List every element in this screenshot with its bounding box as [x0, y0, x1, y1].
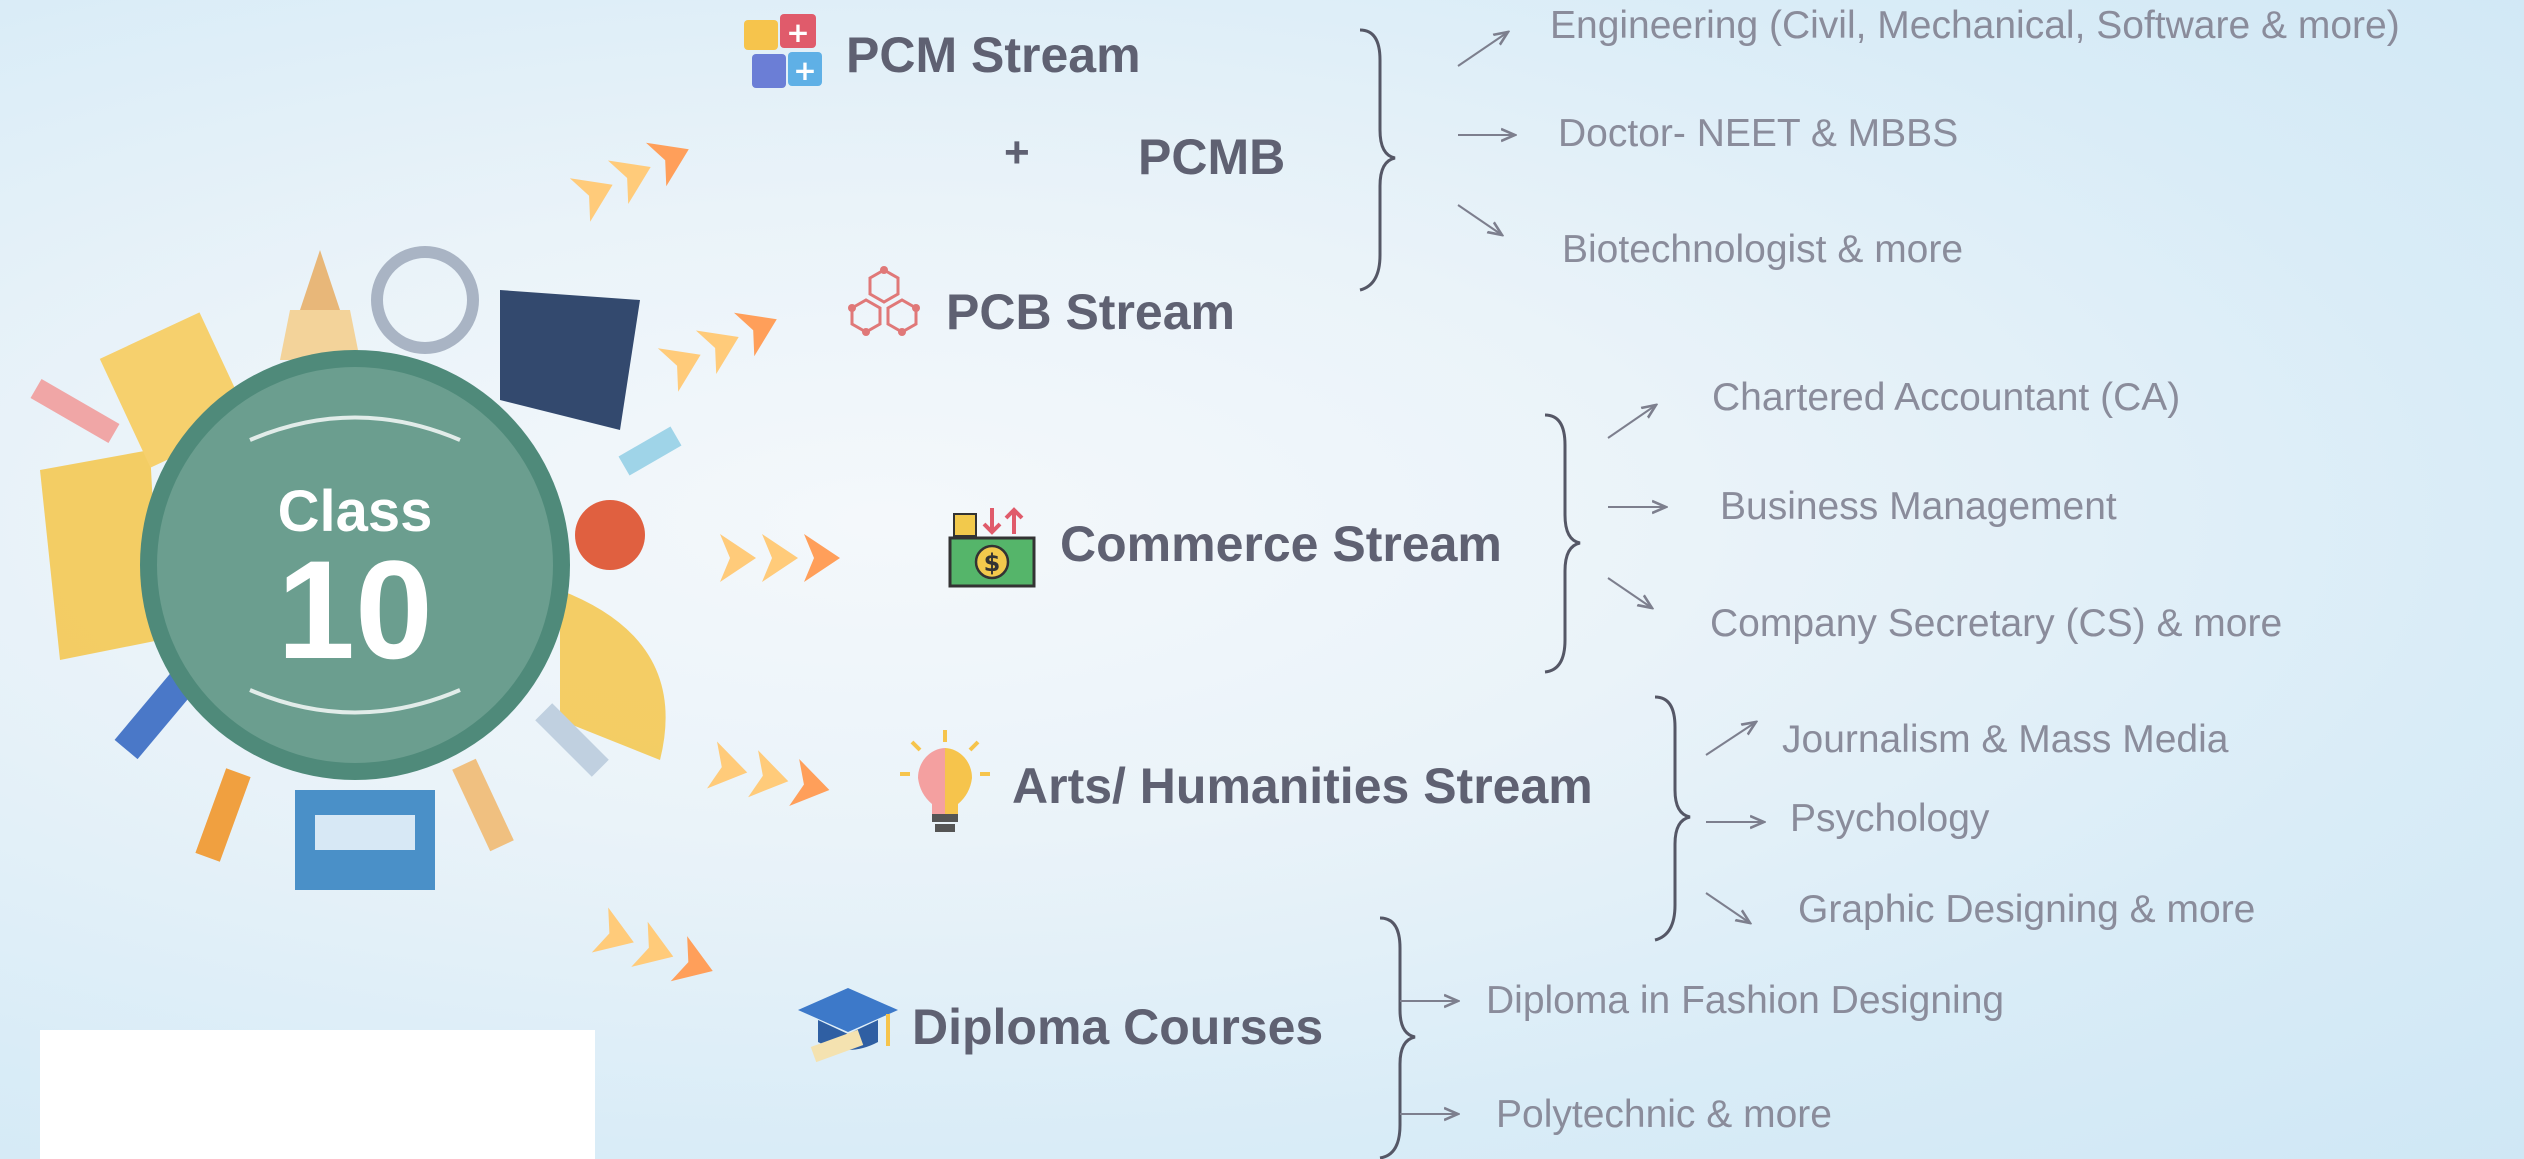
chevron-arrow	[631, 921, 674, 967]
lightbulb-brain-icon	[900, 730, 990, 832]
science-brace	[1359, 28, 1396, 292]
svg-text:$: $	[984, 549, 1001, 577]
career-biotechnologist: Biotechnologist & more	[1562, 228, 1964, 271]
chevron-arrow	[733, 312, 777, 357]
chevron-arrow	[804, 534, 840, 582]
chevron-arrow	[789, 758, 830, 806]
chevron-arrow	[591, 907, 634, 953]
chevron-arrow	[569, 178, 613, 222]
diploma-brace	[1379, 916, 1416, 1159]
svg-text:+: +	[793, 54, 816, 87]
money-icon: $	[948, 507, 1036, 588]
chevron-arrow-group	[569, 142, 689, 222]
arts-brace	[1654, 695, 1691, 942]
career-company-secretary: Company Secretary (CS) & more	[1710, 602, 2283, 645]
career-business-management: Business Management	[1720, 485, 2117, 528]
molecule-icon	[848, 266, 920, 336]
career-engineering: Engineering (Civil, Mechanical, Software…	[1550, 4, 2400, 47]
chevron-arrow-group	[720, 534, 840, 582]
career-chartered-accountant: Chartered Accountant (CA)	[1712, 376, 2181, 419]
commerce-stream-label: Commerce Stream	[1060, 516, 1502, 572]
chevron-arrow	[657, 348, 701, 392]
graduation-cap-icon	[798, 988, 898, 1063]
arts-stream-label: Arts/ Humanities Stream	[1012, 758, 1593, 814]
chevron-arrow	[748, 750, 789, 798]
pcm-stream-label: PCM Stream	[846, 27, 1141, 83]
chevron-arrow	[670, 936, 713, 982]
pcmb-label: PCMB	[1138, 129, 1286, 185]
chevron-arrow-group	[657, 312, 777, 392]
plus-sign: +	[1004, 128, 1030, 177]
career-graphic-designing: Graphic Designing & more	[1798, 888, 2256, 931]
chevron-arrow	[645, 142, 689, 187]
pcb-stream-label: PCB Stream	[946, 284, 1235, 340]
chevron-arrow-group	[707, 741, 830, 806]
svg-text:+: +	[786, 16, 809, 49]
class-label: Class	[277, 479, 433, 544]
blank-white-box	[40, 1030, 595, 1159]
chevron-arrow	[695, 330, 739, 375]
career-journalism: Journalism & Mass Media	[1782, 718, 2229, 761]
career-doctor: Doctor- NEET & MBBS	[1558, 112, 1959, 155]
class-number: 10	[277, 531, 433, 688]
chevron-arrow-group	[591, 907, 713, 982]
chevron-arrow	[607, 160, 651, 205]
calculator-icon: + +	[744, 14, 822, 88]
diploma-courses-label: Diploma Courses	[912, 999, 1324, 1055]
chevron-arrow	[707, 741, 748, 789]
career-polytechnic: Polytechnic & more	[1496, 1093, 1832, 1136]
chevron-arrow	[762, 534, 798, 582]
career-fashion-designing: Diploma in Fashion Designing	[1486, 979, 2005, 1022]
commerce-brace	[1544, 413, 1581, 674]
career-psychology: Psychology	[1790, 797, 1990, 840]
chevron-arrow	[720, 534, 756, 582]
